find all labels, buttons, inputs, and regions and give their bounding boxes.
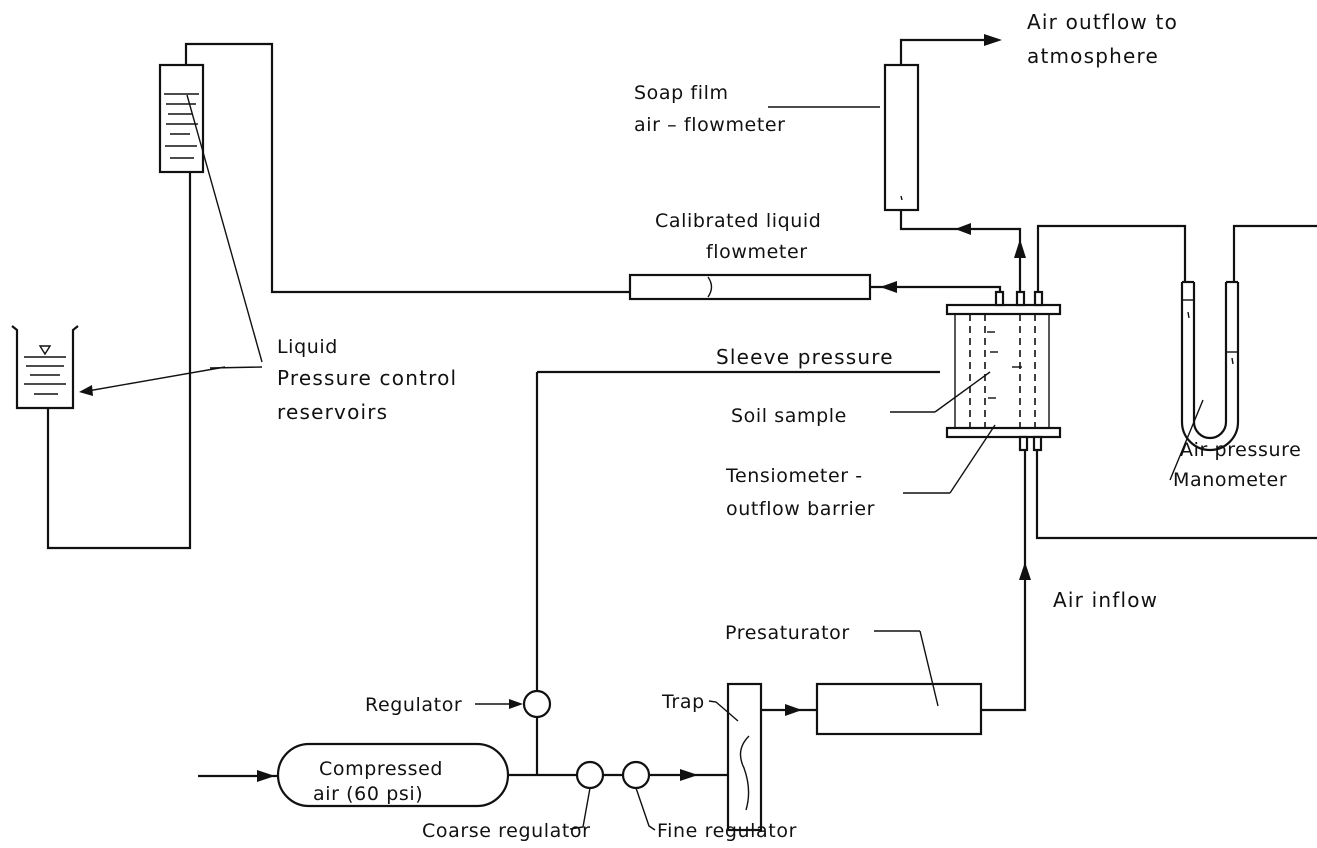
label-manometer: Manometer bbox=[1173, 469, 1287, 491]
label-trap: Trap bbox=[661, 691, 705, 713]
label-reservoirs: reservoirs bbox=[277, 400, 388, 424]
soap-film-flowmeter bbox=[883, 63, 920, 212]
label-presaturator: Presaturator bbox=[725, 622, 850, 644]
pipe-upper-reservoir-top bbox=[184, 42, 630, 294]
lower-reservoir bbox=[11, 325, 79, 410]
label-fine-regulator: Fine regulator bbox=[657, 820, 797, 842]
coarse-regulator bbox=[575, 760, 605, 790]
label-calibrated-2: flowmeter bbox=[706, 241, 808, 263]
label-soil-sample: Soil sample bbox=[731, 405, 847, 427]
label-tensiometer-1: Tensiometer - bbox=[725, 465, 863, 487]
label-compressed-1: Compressed bbox=[319, 758, 443, 780]
upper-reservoir bbox=[158, 63, 205, 174]
label-air-outflow-2: atmosphere bbox=[1027, 44, 1159, 68]
label-coarse-regulator: Coarse regulator bbox=[422, 820, 591, 842]
label-soap-film-1: Soap film bbox=[634, 82, 729, 104]
label-liquid: Liquid bbox=[277, 336, 338, 358]
trap bbox=[726, 682, 763, 832]
liquid-flowmeter bbox=[628, 273, 872, 301]
label-pressure-control: Pressure control bbox=[277, 366, 457, 390]
label-soap-film-2: air – flowmeter bbox=[634, 114, 786, 136]
label-sleeve-pressure: Sleeve pressure bbox=[716, 345, 894, 369]
u-tube-manometer bbox=[1180, 280, 1240, 452]
label-air-outflow-1: Air outflow to bbox=[1027, 10, 1178, 34]
label-air-pressure: Air pressure bbox=[1180, 439, 1301, 461]
label-calibrated-1: Calibrated liquid bbox=[655, 210, 821, 232]
label-tensiometer-2: outflow barrier bbox=[726, 498, 875, 520]
label-compressed-2: air (60 psi) bbox=[313, 783, 423, 805]
label-regulator: Regulator bbox=[365, 694, 462, 716]
sleeve-regulator bbox=[522, 689, 552, 719]
pressure-cell bbox=[945, 290, 1062, 452]
pipe-reservoirs-bottom bbox=[46, 172, 192, 550]
presaturator bbox=[815, 682, 983, 736]
label-air-inflow: Air inflow bbox=[1053, 588, 1158, 612]
fine-regulator bbox=[621, 760, 651, 790]
